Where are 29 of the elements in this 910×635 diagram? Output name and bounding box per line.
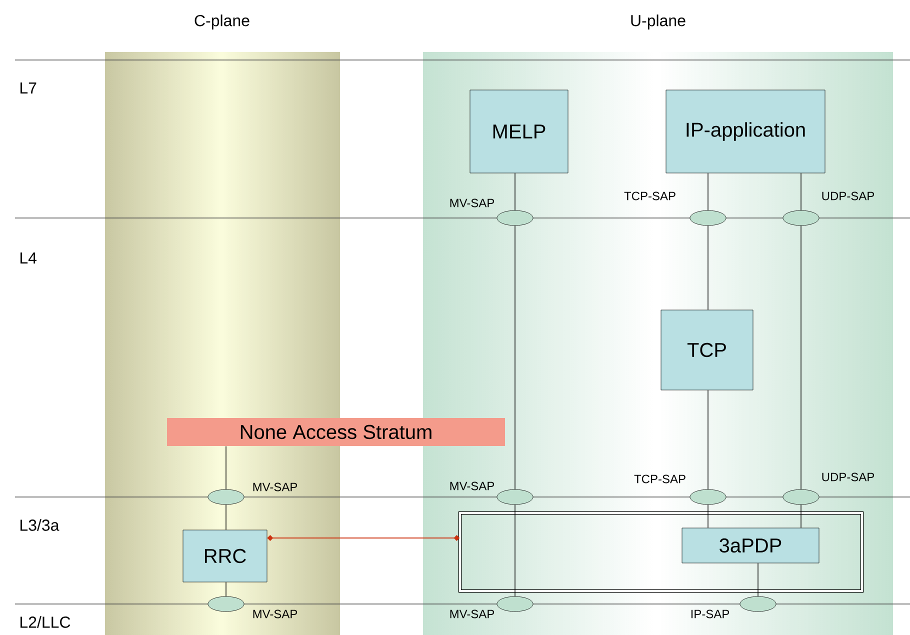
- sap-label: TCP-SAP: [634, 474, 686, 484]
- connector-line: [800, 172, 802, 211]
- sap-label: MV-SAP: [450, 482, 494, 490]
- connector-line: [800, 225, 802, 490]
- connector-line: [514, 172, 516, 211]
- connector-line: [514, 504, 516, 597]
- frame-box: [458, 511, 864, 593]
- protocol-box: TCP: [660, 310, 754, 390]
- sap-label: UDP-SAP: [822, 472, 874, 482]
- connector-line: [800, 504, 802, 528]
- sap-label: UDP-SAP: [822, 192, 874, 200]
- sap-label: MV-SAP: [253, 610, 298, 618]
- layer-box: None Access Stratum: [167, 418, 505, 446]
- connector-line: [514, 225, 516, 490]
- plane-label: C-plane: [194, 14, 250, 30]
- protocol-box: 3aPDP: [682, 528, 820, 564]
- plane-label: U-plane: [631, 14, 686, 30]
- sap-label: MV-SAP: [450, 610, 494, 618]
- layer-label: L7: [20, 82, 36, 94]
- sap-label: IP-SAP: [691, 610, 730, 618]
- sap-label: MV-SAP: [450, 198, 494, 208]
- sap-label: TCP-SAP: [624, 192, 676, 200]
- protocol-box: MELP: [470, 90, 568, 174]
- layer-label: L2/LLC: [20, 616, 70, 628]
- layer-label: L3/3a: [20, 519, 60, 531]
- protocol-box: IP-application: [666, 90, 826, 174]
- sap-label: MV-SAP: [253, 482, 298, 492]
- layer-label: L4: [20, 252, 37, 264]
- protocol-box: RRC: [182, 530, 268, 582]
